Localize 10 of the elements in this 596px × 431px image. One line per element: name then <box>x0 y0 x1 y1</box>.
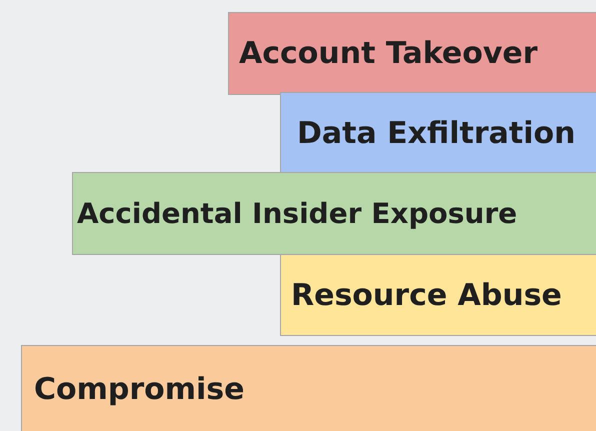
box-label: Account Takeover <box>239 36 538 71</box>
threat-box <box>21 345 596 431</box>
threat-box <box>228 12 596 95</box>
threat-box <box>72 172 596 255</box>
box-label: Data Exfiltration <box>297 116 576 150</box>
box-label: Compromise <box>34 372 245 406</box>
threat-box <box>280 92 596 174</box>
box-label: Accidental Insider Exposure <box>77 197 518 230</box>
box-label: Resource Abuse <box>291 278 562 312</box>
threat-box <box>280 254 596 336</box>
